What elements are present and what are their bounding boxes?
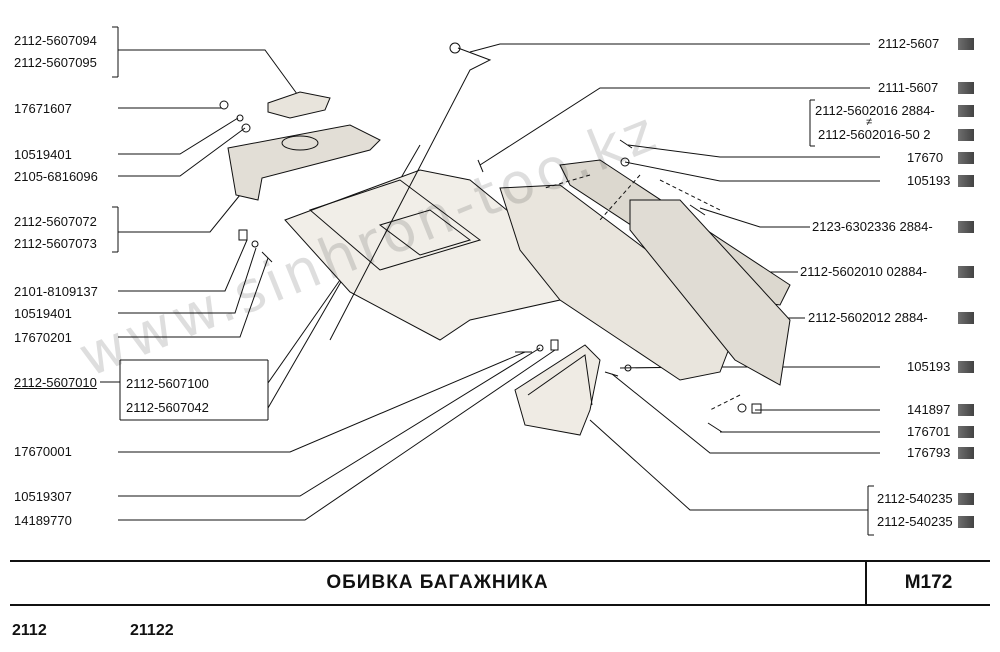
leader-line xyxy=(267,279,341,384)
part-number-label: 2111-5607 xyxy=(878,80,939,95)
obscured-digits xyxy=(958,82,974,94)
obscured-digits xyxy=(958,516,974,528)
title-block: ОБИВКА БАГАЖНИКА M172 xyxy=(10,560,990,606)
part-outline xyxy=(629,199,791,386)
obscured-digits xyxy=(958,38,974,50)
bracket-line xyxy=(809,99,815,147)
obscured-digits xyxy=(958,105,974,117)
part-detail xyxy=(527,354,593,406)
part-detail xyxy=(378,209,472,256)
part-number-label: 2123-6302336 2884- xyxy=(812,219,933,234)
obscured-digits xyxy=(958,152,974,164)
leader-line xyxy=(118,239,248,292)
part-number-label: 105193 xyxy=(907,359,951,374)
part-number-label: 2112-5607095 xyxy=(14,55,97,70)
leader-line xyxy=(699,207,810,228)
leader-line xyxy=(118,247,257,314)
page-code: M172 xyxy=(904,572,953,593)
part-number-label: 2112-5602012 2884- xyxy=(808,310,928,325)
part-number-label: 10519401 xyxy=(14,147,72,162)
part-number-label: 17671607 xyxy=(14,101,72,116)
part-number-label: 2112-5607 xyxy=(878,36,940,51)
leader-line xyxy=(118,347,541,497)
bracket-line xyxy=(119,359,269,421)
leader-line xyxy=(118,117,239,155)
part-number-label: 17670 xyxy=(907,150,944,165)
obscured-digits xyxy=(958,404,974,416)
leader-line xyxy=(479,87,870,166)
leader-line xyxy=(624,161,880,182)
leader-line xyxy=(118,127,246,177)
leader-line xyxy=(469,43,870,53)
part-number-label: 2112-5607073 xyxy=(14,236,97,251)
obscured-digits xyxy=(958,266,974,278)
obscured-digits xyxy=(958,175,974,187)
not-equal-mark: ≠ xyxy=(866,116,873,128)
leader-line xyxy=(118,349,556,521)
part-number-label: 2105-6816096 xyxy=(14,169,98,184)
obscured-digits xyxy=(958,447,974,459)
bracket-line xyxy=(112,194,241,253)
model-label: 2112 xyxy=(12,622,47,639)
part-number-label: 2112-5607072 xyxy=(14,214,97,229)
part-number-label: 141897 xyxy=(907,402,951,417)
obscured-digits xyxy=(958,129,974,141)
page-title: ОБИВКА БАГАЖНИКА xyxy=(326,572,549,593)
leader-line xyxy=(118,257,269,338)
part-outline xyxy=(499,184,741,381)
part-number-label: 17670001 xyxy=(14,444,72,459)
obscured-digits xyxy=(958,312,974,324)
obscured-digits xyxy=(958,361,974,373)
leader-line xyxy=(118,351,526,453)
leader-line xyxy=(611,373,880,454)
part-number-label: 176793 xyxy=(907,445,951,460)
part-number-label: 14189770 xyxy=(14,513,72,528)
part-number-label: 10519307 xyxy=(14,489,72,504)
part-number-label: 17670201 xyxy=(14,330,72,345)
part-outline xyxy=(267,91,331,119)
part-number-label: 2112-540235 xyxy=(877,514,953,529)
bracket-line xyxy=(112,26,301,99)
obscured-digits xyxy=(958,221,974,233)
part-outline xyxy=(514,344,601,436)
part-number-label: 176701 xyxy=(907,424,951,439)
part-number-label: 2112-5607100 xyxy=(126,376,209,391)
part-detail xyxy=(329,47,492,341)
obscured-digits xyxy=(958,493,974,505)
part-number-label: 2112-5607010 xyxy=(14,375,97,390)
assembly-dash xyxy=(544,174,741,411)
leader-line xyxy=(627,144,880,158)
bracket-line xyxy=(589,419,874,536)
part-number-label: 2112-5607094 xyxy=(14,33,97,48)
part-number-label: 2101-8109137 xyxy=(14,284,98,299)
part-number-label: 2112-5602016-50 2 xyxy=(818,127,931,142)
part-number-label: 105193 xyxy=(907,173,951,188)
part-number-label: 2112-5602016 2884- xyxy=(815,103,935,118)
divider xyxy=(865,562,867,604)
part-number-label: 10519401 xyxy=(14,306,72,321)
part-detail xyxy=(309,179,482,271)
obscured-digits xyxy=(958,426,974,438)
model-label: 21122 xyxy=(130,622,174,639)
part-outline xyxy=(227,124,381,201)
part-number-label: 2112-5602010 02884- xyxy=(800,264,927,279)
part-number-label: 2112-540235 xyxy=(877,491,953,506)
part-number-label: 2112-5607042 xyxy=(126,400,209,415)
